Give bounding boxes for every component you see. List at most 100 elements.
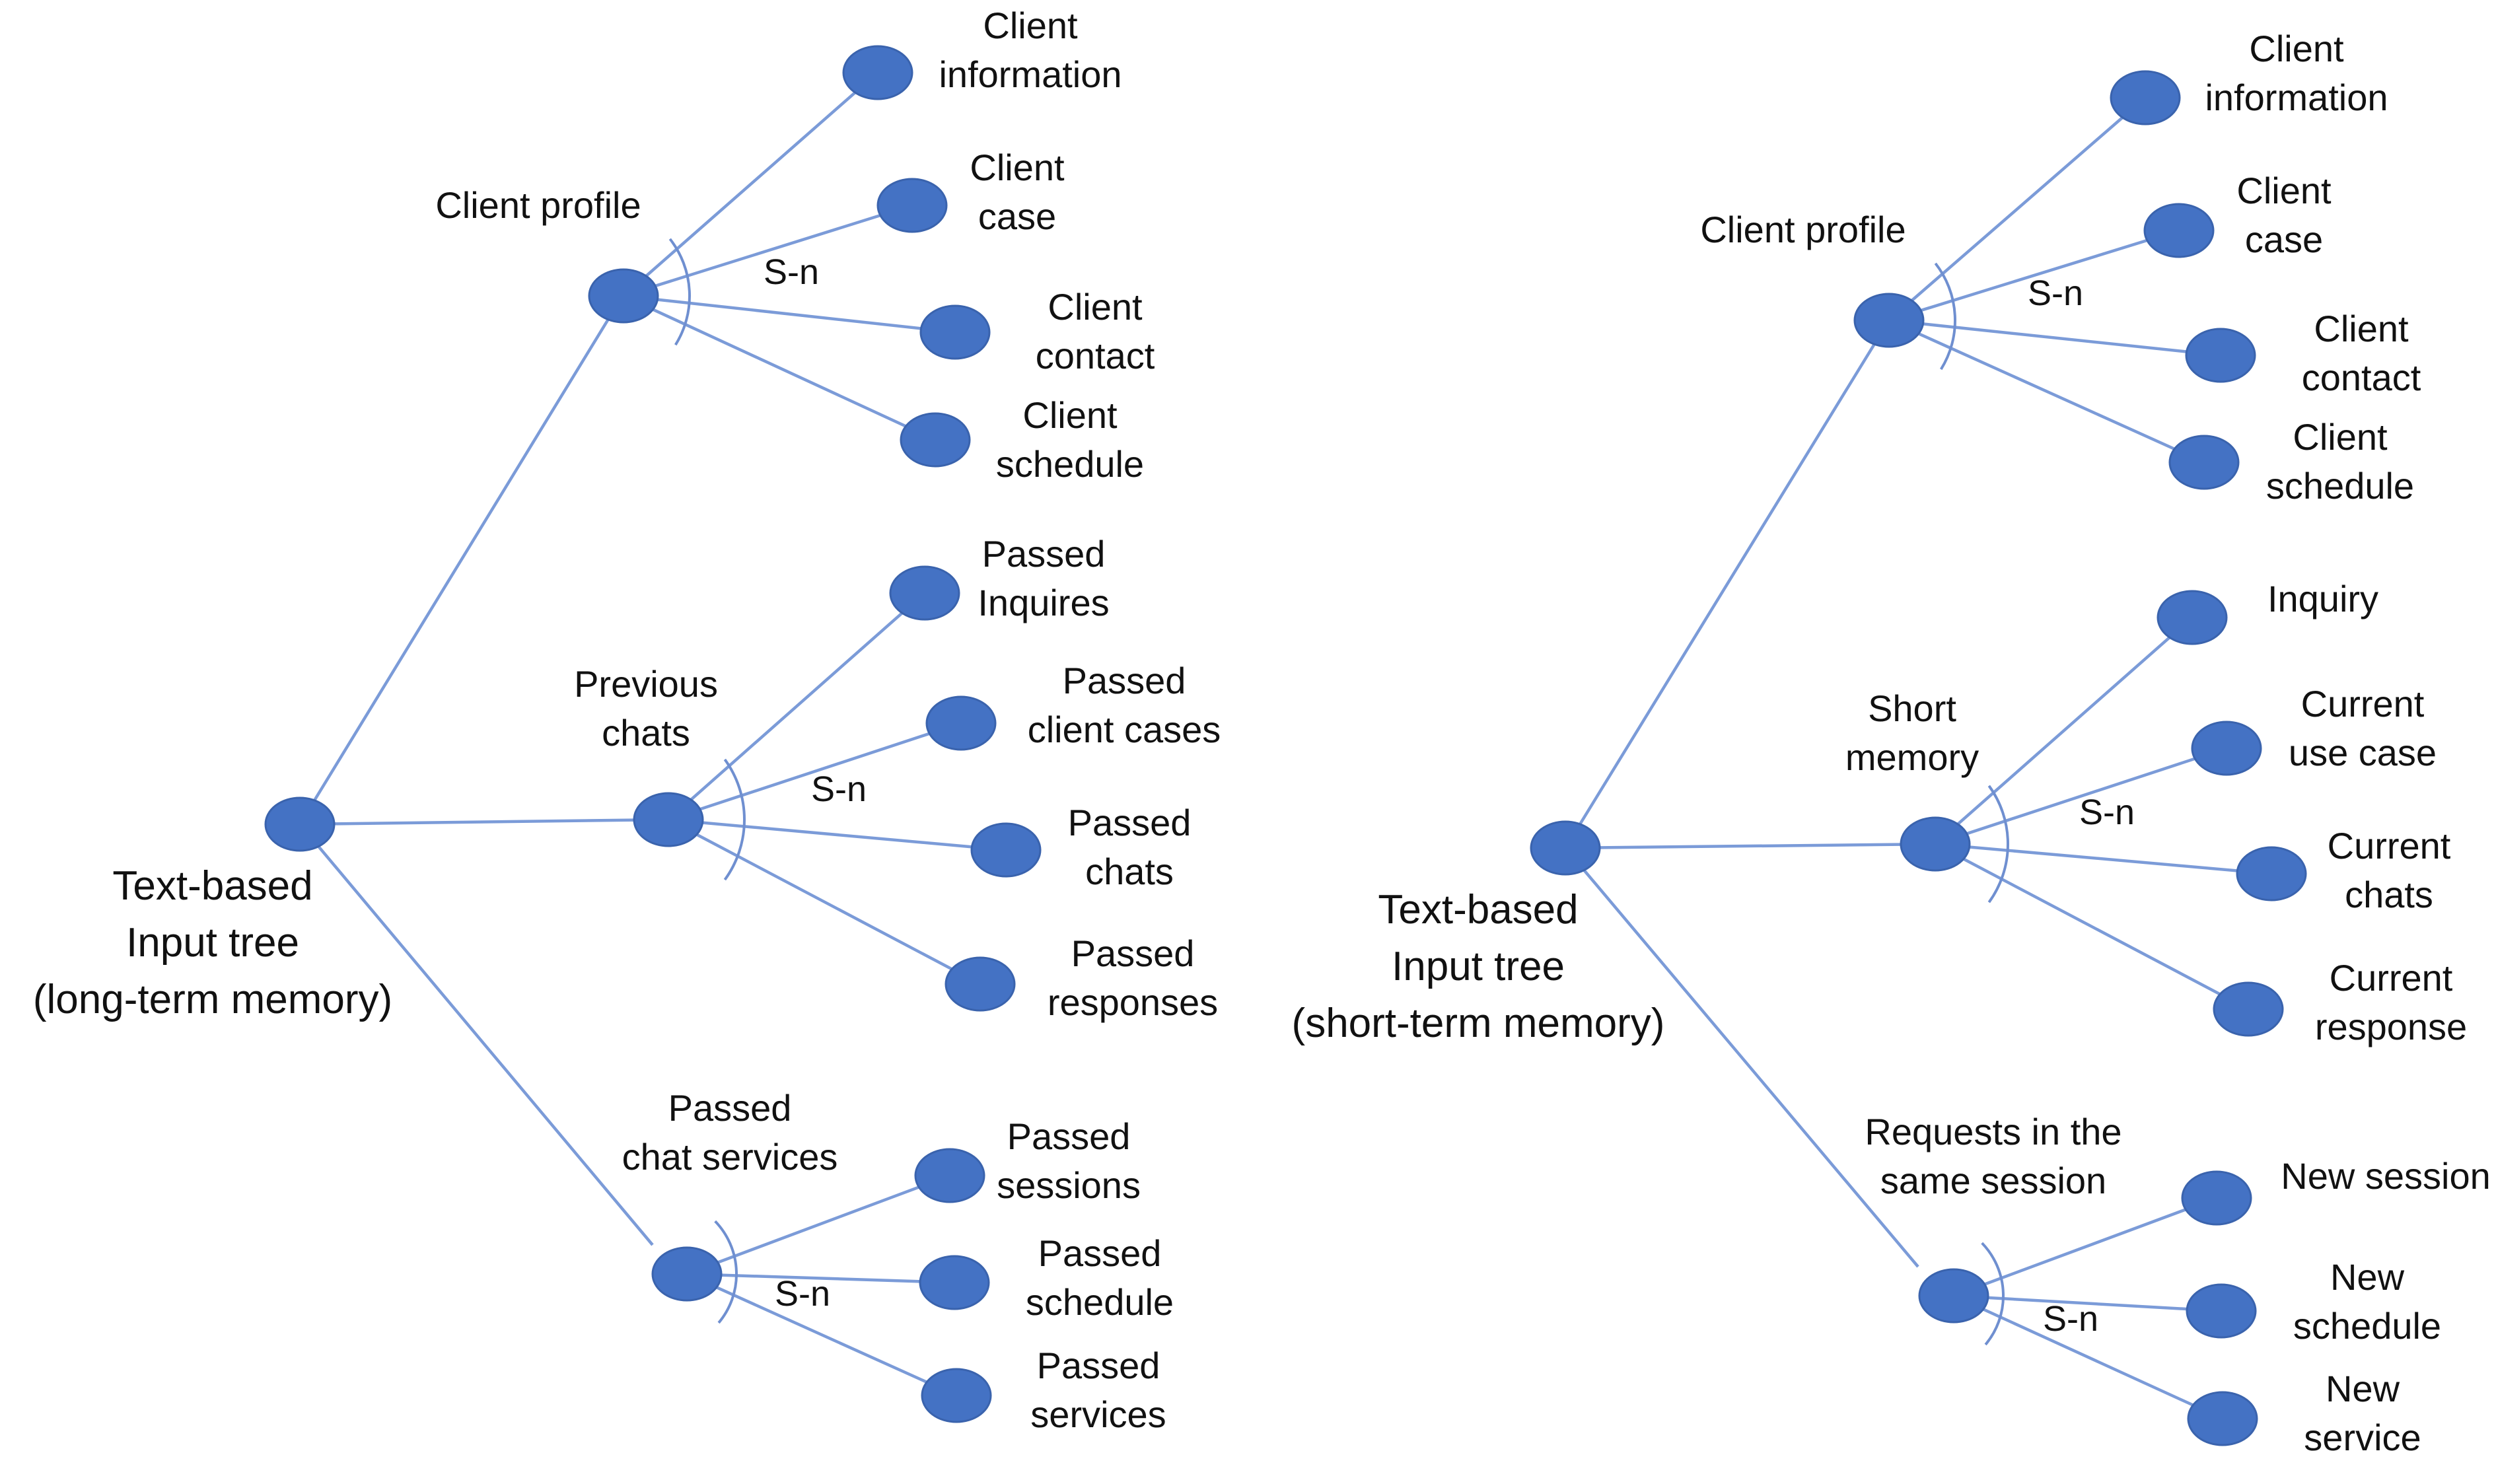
long-term-leaf-label-line: Passed: [1037, 1345, 1160, 1386]
long-term-leaf-edge: [623, 294, 956, 334]
long-term-leaf-label-line: Client: [1048, 286, 1143, 328]
short-term-root-label-line: Text-based: [1378, 887, 1578, 933]
long-term-root-node: [264, 796, 336, 852]
short-term-leaf-label: New service: [2304, 1368, 2421, 1458]
long-term-leaf-edge: [668, 721, 962, 822]
short-term-leaf-label: Client schedule: [2266, 416, 2414, 507]
short-term-branch-label-line: Short: [1868, 688, 1956, 729]
long-term-sn-arc: [714, 1220, 738, 1324]
short-term-leaf-label-line: service: [2304, 1417, 2421, 1458]
short-term-leaf-edge: [1934, 616, 2193, 845]
long-term-branch-label: Client profile: [435, 184, 641, 226]
long-term-root-edge: [299, 304, 618, 826]
long-term-root-edge: [299, 818, 669, 826]
long-term-root-edge: [299, 823, 654, 1246]
short-term-leaf-edge: [1935, 842, 2272, 876]
short-term-leaf-label-line: information: [2205, 77, 2388, 118]
long-term-leaf-label-line: schedule: [1026, 1281, 1174, 1323]
long-term-branch-node: [588, 268, 659, 324]
short-term-leaf-edge: [1888, 318, 2205, 464]
short-term-branch-node: [1853, 293, 1925, 348]
long-term-branch-label-line: Client profile: [435, 184, 641, 226]
nodes-layer: [264, 45, 2307, 1446]
short-term-sn-label: S-n: [2079, 793, 2135, 832]
short-term-leaf-label-line: use case: [2289, 732, 2437, 773]
long-term-leaf-label: Passed client cases: [1028, 660, 1221, 750]
short-term-leaf-label-line: Client: [2293, 416, 2388, 458]
short-term-leaf-edge: [1888, 96, 2147, 322]
short-term-leaf-node: [2143, 203, 2215, 258]
long-term-leaf-edge: [667, 818, 981, 985]
long-term-leaf-node: [876, 178, 948, 233]
long-term-leaf-edge: [668, 818, 1007, 852]
long-term-leaf-label-line: Client: [1022, 394, 1118, 436]
short-term-leaf-node: [2168, 435, 2240, 490]
short-term-leaf-node: [2110, 70, 2181, 125]
long-term-sn-label: S-n: [811, 769, 867, 809]
long-term-leaf-label-line: sessions: [997, 1164, 1141, 1206]
long-term-leaf-edge: [686, 1272, 957, 1397]
long-term-leaf-label: Client schedule: [996, 394, 1144, 485]
short-term-leaf-label-line: schedule: [2293, 1305, 2441, 1347]
long-term-root-label-line: Input tree: [126, 920, 299, 966]
short-term-leaf-label: Inquiry: [2267, 578, 2378, 619]
long-term-leaf-label-line: responses: [1048, 981, 1218, 1023]
long-term-leaf-edge: [623, 294, 936, 442]
short-term-leaf-node: [2186, 1283, 2257, 1339]
long-term-leaf-edge: [622, 71, 879, 297]
short-term-leaf-label: Current use case: [2289, 683, 2437, 773]
long-term-leaf-label-line: Passed: [1071, 933, 1195, 974]
long-term-leaf-label-line: case: [978, 195, 1056, 237]
long-term-leaf-label-line: services: [1030, 1394, 1166, 1435]
long-term-leaf-edge: [667, 592, 926, 821]
long-term-leaf-label: Passed schedule: [1026, 1232, 1174, 1323]
short-term-leaf-label-line: schedule: [2266, 465, 2414, 507]
long-term-leaf-label: Passed sessions: [997, 1115, 1141, 1206]
short-term-branch-label: Client profile: [1700, 209, 1906, 250]
short-term-branch-label-line: Client profile: [1700, 209, 1906, 250]
short-term-leaf-edge: [1953, 1294, 2223, 1421]
long-term-leaf-label-line: Passed: [1007, 1115, 1131, 1157]
edges-layer: [299, 71, 2272, 1421]
long-term-leaf-node: [889, 565, 960, 621]
long-term-leaf-label-line: Passed: [1038, 1232, 1162, 1274]
long-term-sn-label: S-n: [775, 1274, 830, 1314]
short-term-leaf-label-line: chats: [2345, 874, 2433, 915]
long-term-leaf-label-line: client cases: [1028, 709, 1221, 750]
short-term-leaf-label-line: Client: [2236, 170, 2332, 211]
short-term-leaf-edge: [1953, 1294, 2222, 1313]
short-term-leaf-node: [2213, 981, 2284, 1037]
long-term-leaf-edge: [686, 1174, 950, 1276]
short-term-leaf-label-line: Inquiry: [2267, 578, 2378, 619]
long-term-leaf-label-line: schedule: [996, 443, 1144, 485]
short-term-leaf-node: [2185, 328, 2256, 383]
short-term-leaf-edge: [1888, 318, 2221, 357]
short-term-leaf-label-line: Current: [2301, 683, 2425, 724]
short-term-sn-arc: [1934, 262, 1956, 371]
short-term-leaf-edge: [1935, 746, 2227, 846]
short-term-leaf-label-line: Current: [2328, 825, 2451, 866]
short-term-leaf-label-line: New: [2326, 1368, 2400, 1409]
long-term-root-label-line: Text-based: [112, 863, 312, 909]
short-term-root-edge: [1564, 319, 1890, 849]
long-term-leaf-label-line: Passed: [1068, 802, 1192, 843]
long-term-leaf-label-line: Passed: [1063, 660, 1186, 701]
short-term-leaf-node: [2157, 590, 2228, 645]
short-term-leaf-label-line: response: [2315, 1006, 2467, 1047]
long-term-leaf-node: [970, 822, 1042, 878]
short-term-leaf-label-line: Current: [2330, 957, 2453, 999]
long-term-leaf-label-line: chats: [1085, 851, 1174, 892]
short-term-leaf-node: [2187, 1391, 2258, 1446]
long-term-leaf-label-line: Inquires: [978, 582, 1109, 623]
short-term-root-node: [1530, 820, 1601, 876]
short-term-branch-node: [1900, 816, 1971, 872]
